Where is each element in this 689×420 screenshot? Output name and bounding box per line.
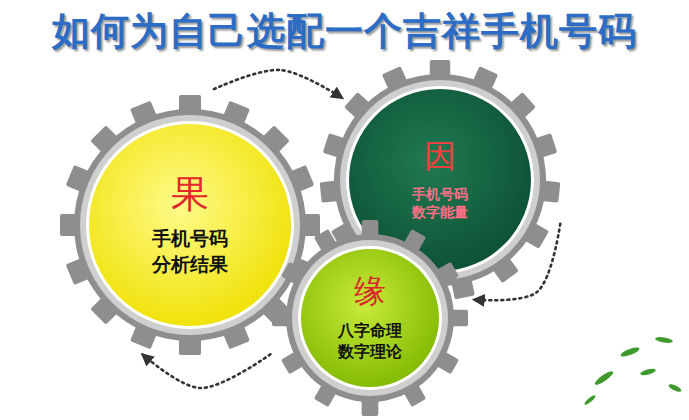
gear-heading: 果 — [171, 173, 209, 217]
gear-heading: 因 — [424, 138, 456, 175]
dotted-arrow — [214, 70, 342, 98]
leaves — [583, 336, 682, 406]
gear-body-text: 手机号码 数字能量 — [408, 185, 472, 223]
gear-node: 缘八字命理 数字理论 — [272, 220, 468, 416]
gear-body-text: 手机号码 分析结果 — [146, 226, 233, 277]
gear-heading: 缘 — [354, 273, 386, 310]
gear-body-text: 八字命理 数字理论 — [333, 320, 407, 363]
gear-shape — [272, 220, 468, 416]
dotted-arrow — [143, 354, 271, 388]
page-title: 如何为自己选配一个吉祥手机号码 — [0, 6, 689, 57]
gear-label-box: 缘八字命理 数字理论 — [272, 220, 468, 416]
